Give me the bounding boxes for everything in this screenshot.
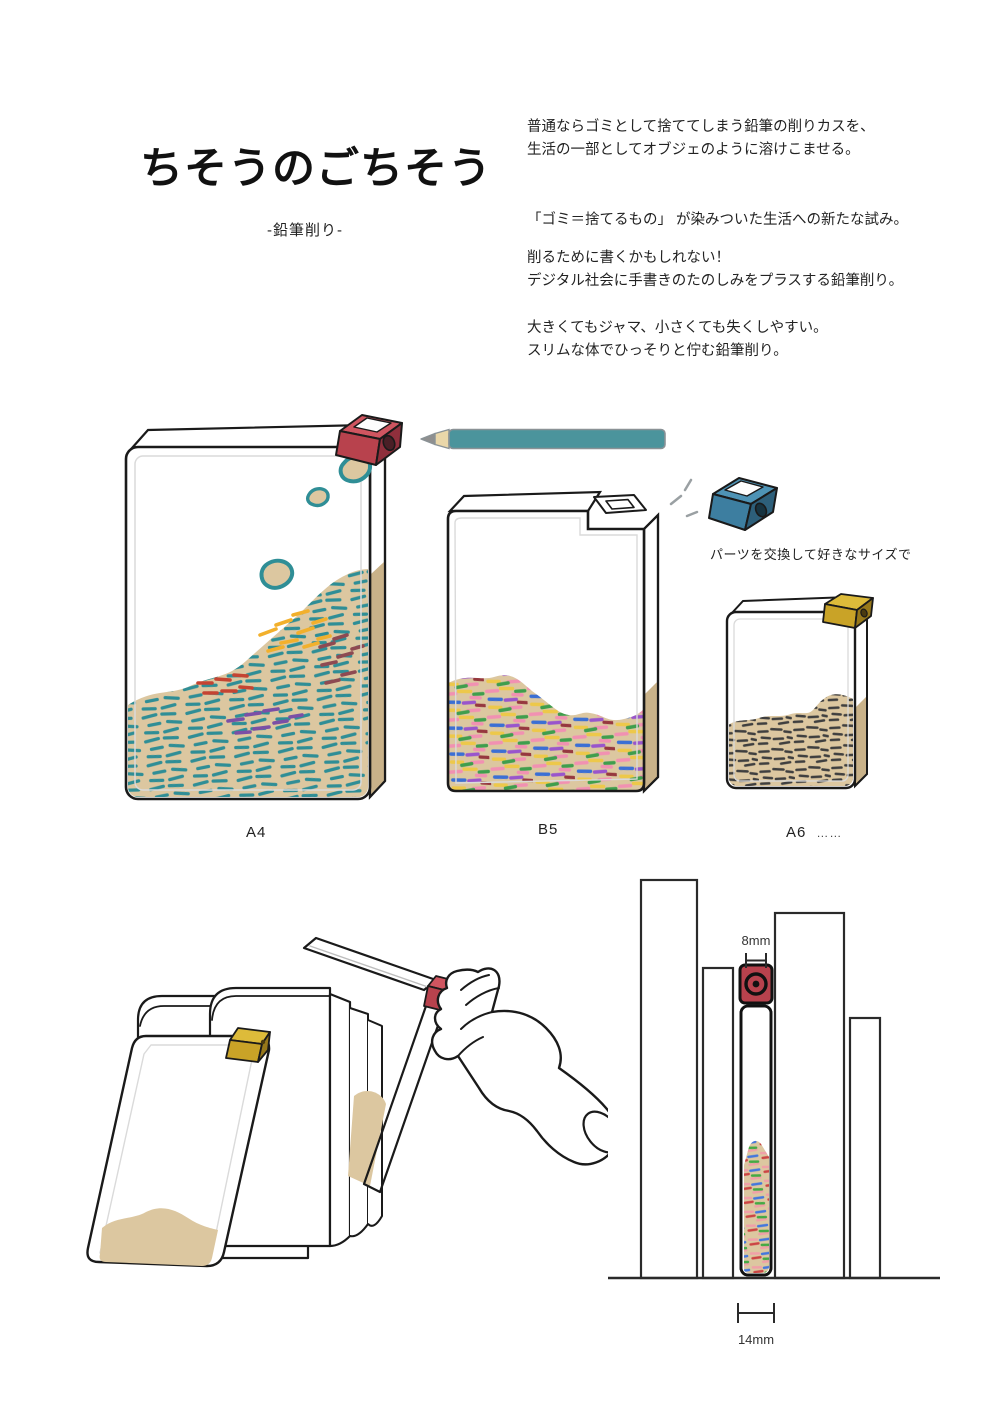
sharpener-blue-icon: [708, 477, 778, 531]
slim-container-shavings: [744, 1140, 769, 1273]
shavings-side-a4: [370, 561, 385, 795]
shavings-yellow-cluster: [258, 609, 332, 653]
label-size-a6-text: A6: [786, 824, 807, 841]
container-a4-inner-line: [134, 455, 362, 791]
intro-paragraph-4: 大きくてもジャマ、小さくても失くしやすい。 スリムな体でひっそりと佇む鉛筆削り。: [527, 320, 828, 359]
container-a6-illustration: [725, 593, 874, 790]
falling-shavings: [259, 454, 373, 590]
slim-container: [738, 963, 774, 1277]
container-b5-illustration: [446, 490, 660, 794]
dimension-14mm-label: 14mm: [738, 1332, 774, 1347]
label-size-a4: A4: [246, 824, 267, 841]
container-a4-top-face: [129, 423, 372, 450]
book-2: [701, 966, 735, 1280]
shelf-dimension-diagram: 8mm 14mm: [608, 878, 940, 1347]
pop-motion-marks: [669, 478, 699, 518]
book-side: [328, 992, 352, 1248]
dimension-8mm: 8mm: [742, 933, 771, 968]
sharpener-yellow-icon-small: [225, 1027, 271, 1063]
page-subtitle: -鉛筆削り-: [267, 222, 343, 239]
container-b5-inner-line: [454, 517, 638, 784]
dimension-14mm-bracket: [737, 1303, 775, 1323]
pencil-hole-ring: [744, 972, 768, 996]
book-1: [639, 878, 699, 1280]
dimension-8mm-bracket: [745, 953, 767, 968]
bookshelf-hand-illustration: [86, 936, 608, 1268]
intro-paragraph-2: 「ゴミ＝捨てるもの」 が染みついた生活への新たな試み。: [527, 212, 909, 228]
sharpener-hole: [382, 434, 396, 452]
dimension-14mm: 14mm: [737, 1303, 775, 1347]
shavings-red-cluster: [196, 673, 254, 695]
pencil-illustration: [420, 428, 666, 450]
shavings-in-pulled-container: [348, 1090, 386, 1186]
pencil-body: [448, 428, 666, 450]
arm-end: [582, 1110, 608, 1154]
hand-illustration: [430, 967, 608, 1166]
shavings-side-b5: [644, 681, 658, 791]
shavings-pile-a6: [729, 694, 853, 786]
sharpener-red-icon: [335, 414, 403, 466]
sharpener-yellow-icon: [822, 593, 874, 629]
pencil-graphite-tip: [420, 432, 436, 446]
page-title: ちそうのごちそう: [140, 145, 492, 193]
pencil-wood: [434, 428, 450, 450]
shavings-side-a6: [855, 696, 867, 786]
label-size-b5: B5: [538, 821, 559, 838]
pencil-hole-dot: [752, 980, 760, 988]
intro-paragraph-1: 普通ならゴミとして捨ててしまう鉛筆の削りカスを、 生活の一部としてオブジェのよう…: [527, 119, 875, 158]
label-size-a6: A6 ……: [786, 824, 842, 841]
shavings-in-leaning-container: [99, 1208, 218, 1266]
shavings-pile-a4: [128, 569, 368, 797]
container-b5-top-face: [447, 490, 603, 513]
shavings-pile-b5: [448, 675, 644, 791]
sharpener-part-blue: [669, 477, 778, 531]
shavings-purple-cluster: [226, 707, 304, 735]
shavings-maroon-cluster: [318, 633, 365, 685]
sharpener-socket: [593, 494, 647, 514]
book-4: [848, 1016, 882, 1280]
intro-text: 普通ならゴミとして捨ててしまう鉛筆の削りカスを、 生活の一部としてオブジェのよう…: [527, 116, 957, 363]
sharpener-hole: [860, 608, 868, 618]
container-a4-illustration: [124, 414, 403, 801]
container-a6-inner-line: [733, 618, 849, 782]
sharpener-hole: [754, 502, 768, 518]
label-size-more: ……: [816, 826, 843, 840]
swap-parts-note: パーツを交換して好きなサイズで: [710, 547, 912, 562]
book-3: [773, 911, 846, 1280]
dimension-8mm-label: 8mm: [742, 933, 771, 948]
intro-paragraph-3: 削るために書くかもしれない！ デジタル社会に手書きのたのしみをプラスする鉛筆削り…: [527, 250, 904, 289]
